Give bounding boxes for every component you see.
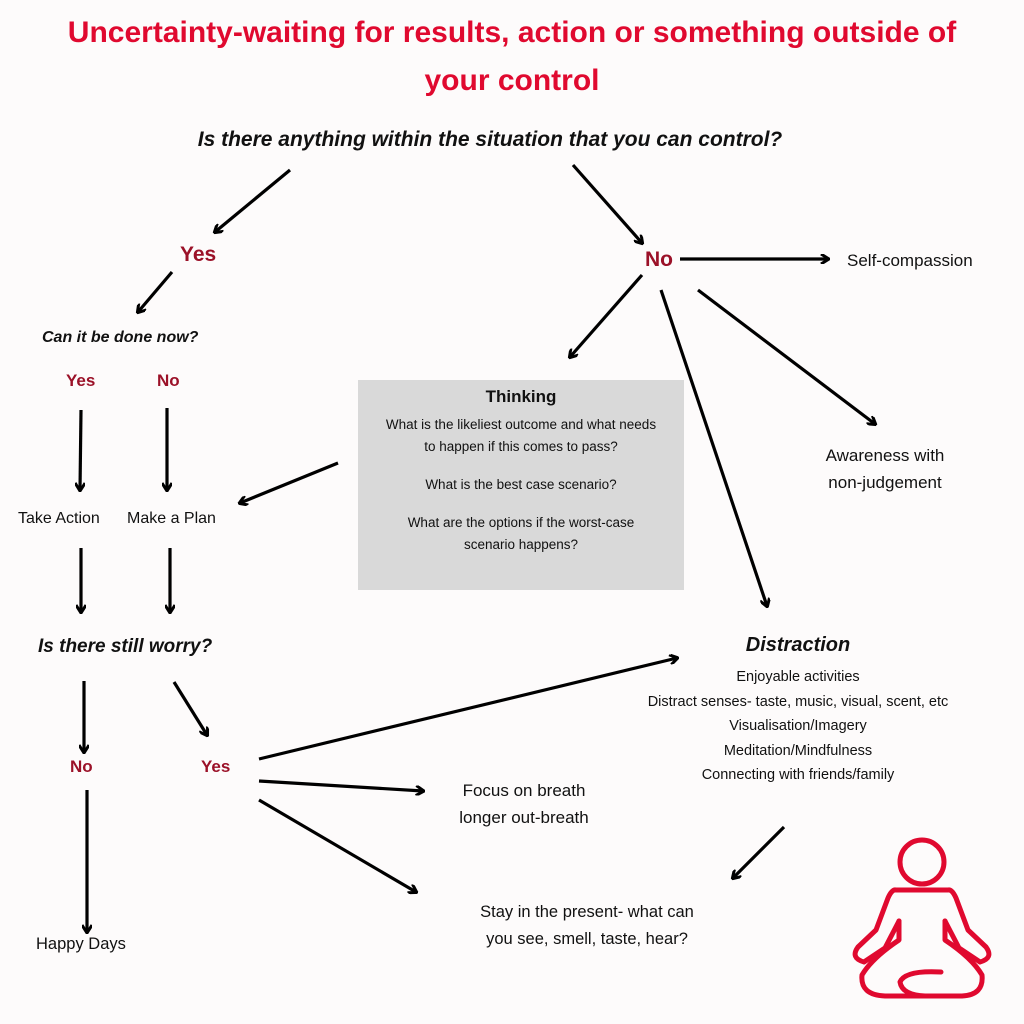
arrow-distraction-to-present: [733, 825, 786, 878]
distraction-block: Distraction Enjoyable activities Distrac…: [600, 634, 996, 788]
arrow-no-to-distraction: [659, 289, 767, 606]
page-title-line2: your control: [424, 64, 600, 97]
focus-breath-line2: longer out-breath: [459, 808, 589, 827]
arrow-root-to-no: [571, 163, 642, 243]
self-compassion-label: Self-compassion: [847, 251, 973, 270]
arrow-yes-to-present: [258, 798, 416, 892]
distraction-item: Meditation/Mindfulness: [723, 742, 873, 759]
answer-yes: Yes: [180, 243, 217, 266]
arrow-yes-to-breath: [258, 779, 423, 791]
focus-breath-line1: Focus on breath: [462, 781, 586, 800]
awareness-line1: Awareness with: [825, 446, 945, 465]
can-it-be-done-question: Can it be done now?: [42, 329, 199, 346]
root-question: Is there anything within the situation t…: [197, 128, 783, 151]
thinking-q1-line1: What is the likeliest outcome and what n…: [385, 417, 657, 432]
answer-no: No: [645, 248, 673, 271]
thinking-q1-line2: to happen if this comes to pass?: [424, 439, 618, 454]
arrow-thinking-to-makeplan: [240, 461, 339, 503]
make-a-plan-label: Make a Plan: [127, 510, 216, 527]
distraction-item: Distract senses- taste, music, visual, s…: [647, 693, 949, 710]
option-no: No: [157, 371, 180, 390]
thinking-q3-line2: scenario happens?: [463, 537, 579, 552]
arrow-worry-to-yes: [172, 681, 207, 735]
option-yes: Yes: [66, 371, 96, 390]
thinking-q3-line1: What are the options if the worst-case: [407, 515, 635, 530]
worry-no: No: [70, 757, 93, 776]
distraction-item: Connecting with friends/family: [701, 767, 895, 783]
arrow-yes-to-takeaction: [80, 409, 81, 490]
arrow-yes-to-question: [138, 270, 174, 312]
thinking-q2: What is the best case scenario?: [425, 477, 617, 492]
stay-present-line2: you see, smell, taste, hear?: [486, 930, 688, 948]
focus-breath-label: Focus on breath longer out-breath: [434, 777, 614, 831]
arrow-yes-to-distraction: [258, 658, 677, 761]
stay-present-label: Stay in the present- what can you see, s…: [446, 899, 728, 953]
distraction-item: Visualisation/Imagery: [729, 718, 867, 734]
awareness-line2: non-judgement: [828, 473, 942, 492]
arrow-no-to-thinking: [570, 273, 644, 357]
still-worry-question: Is there still worry?: [38, 636, 213, 657]
page-title-line1: Uncertainty-waiting for results, action …: [67, 16, 957, 49]
take-action-label: Take Action: [18, 510, 100, 527]
worry-yes: Yes: [201, 757, 231, 776]
distraction-title: Distraction: [745, 634, 851, 656]
happy-days-label: Happy Days: [36, 935, 126, 953]
arrow-root-to-yes: [215, 168, 292, 232]
arrow-no-to-awareness: [697, 288, 875, 424]
meditation-person-icon: [852, 837, 992, 999]
awareness-label: Awareness with non-judgement: [770, 442, 1000, 496]
thinking-box: Thinking What is the likeliest outcome a…: [358, 380, 684, 590]
thinking-title: Thinking: [485, 387, 557, 406]
stay-present-line1: Stay in the present- what can: [480, 903, 694, 921]
distraction-item: Enjoyable activities: [736, 669, 860, 685]
